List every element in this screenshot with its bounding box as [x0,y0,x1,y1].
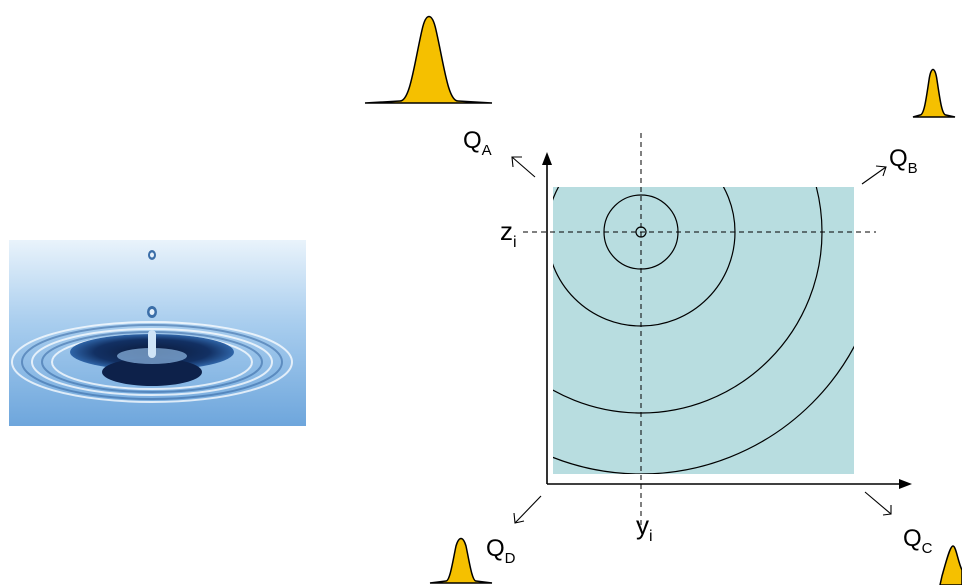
label-y-i: yi [636,510,653,545]
label-z-i: zi [500,216,517,251]
label-qa: QA [463,127,492,159]
peak-curve-a [364,15,493,104]
concentration-panel [553,187,854,474]
peak-curve-c [939,545,962,585]
peak-curve-d [429,537,493,584]
label-qd: QD [486,535,516,567]
peak-curve-b [912,68,956,118]
water-droplet-photo [9,240,306,426]
label-qb: QB [889,145,918,177]
label-qc: QC [903,525,933,557]
axes [542,152,912,489]
corner-arrows [511,156,892,524]
